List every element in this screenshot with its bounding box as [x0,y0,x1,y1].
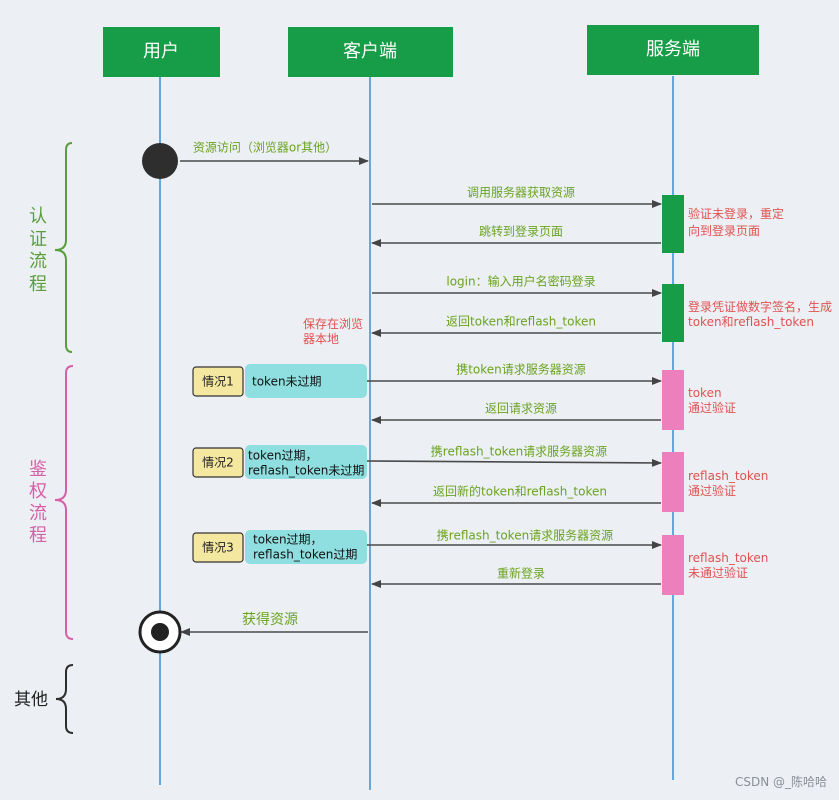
msg-relogin-label: 重新登录 [497,566,545,581]
note-refresh-fail-line-1: reflash_token [688,551,768,565]
start-node [142,143,178,179]
msg-login-label: login：输入用户名密码登录 [446,274,595,289]
case-1-bar [245,364,367,398]
watermark: CSDN @_陈哈哈 [734,775,827,789]
case-1-tag [192,366,244,397]
server-activation-refresh-fail [662,535,684,595]
case-2-line-1: token过期， [248,449,318,463]
msg-get-resource-label: 获得资源 [242,611,298,628]
msg-request-with-refresh-1-label: 携reflash_token请求服务器资源 [431,444,607,459]
auth-group-brace [54,142,73,353]
msg-call-server-label: 调用服务器获取资源 [467,185,575,200]
end-node-inner [151,623,169,641]
auth-group-label-1: 认 [29,206,47,227]
case-2-bar [245,445,367,479]
msg-request-with-refresh-2-label: 携reflash_token请求服务器资源 [437,528,613,543]
note-save-browser-line-1: 保存在浏览 [303,316,363,331]
case-2-tag-label: 情况2 [202,456,234,470]
server-activation-redirect [662,195,684,253]
msg-redirect-login-label: 跳转到登录页面 [479,224,563,239]
authz-group-label-4: 程 [29,525,47,546]
msg-resource-access-label: 资源访问（浏览器or其他） [193,140,337,155]
case-3-tag-label: 情况3 [202,541,234,555]
participant-server-box [587,25,759,75]
auth-group-label-2: 证 [29,229,47,250]
participant-client-box [288,27,453,77]
participant-user-box [103,27,220,77]
case-1-tag-label: 情况1 [202,375,234,389]
case-3-bar [245,530,367,564]
other-group-label: 其他 [14,690,48,710]
note-redirect-line-1: 验证未登录，重定 [688,206,784,221]
note-refresh-fail-line-2: 未通过验证 [688,565,748,580]
case-3-line-1: token过期， [253,533,323,547]
case-2-line-2: reflash_token未过期 [248,464,364,478]
msg-request-with-token-label: 携token请求服务器资源 [456,362,586,377]
note-sign-line-1: 登录凭证做数字签名，生成 [688,299,832,314]
case-3-tag [192,532,244,563]
msg-return-tokens-label: 返回token和reflash_token [446,315,596,329]
msg-return-new-tokens-label: 返回新的token和reflash_token [433,484,607,499]
server-activation-sign [662,284,684,342]
msg-return-resource-label: 返回请求资源 [485,402,557,416]
server-activation-refresh-ok [662,452,684,512]
participant-client-label: 客户端 [343,41,397,62]
case-2-tag [192,447,244,478]
participant-server-label: 服务端 [646,39,700,60]
note-refresh-ok-line-1: reflash_token [688,469,768,483]
note-redirect-line-2: 向到登录页面 [688,223,760,238]
note-save-browser-line-2: 器本地 [303,332,339,346]
authz-group-label-3: 流 [29,503,47,524]
msg-request-with-refresh-1-arrow [366,458,662,467]
participant-user-label: 用户 [143,41,179,62]
note-token-ok-line-2: 通过验证 [688,400,736,415]
note-refresh-ok-line-2: 通过验证 [688,483,736,498]
authz-group-label-1: 鉴 [29,459,47,480]
note-sign-line-2: token和reflash_token [688,315,814,329]
server-activation-token-ok [662,370,684,430]
other-group-brace [55,664,74,734]
auth-group-label-4: 程 [29,274,47,295]
note-token-ok-line-1: token [688,386,722,400]
authz-group-label-2: 权 [29,481,47,502]
case-3-line-2: reflash_token过期 [253,548,357,562]
authz-group-brace [54,365,74,640]
case-1-line-1: token未过期 [252,375,322,389]
auth-group-label-3: 流 [29,251,47,272]
